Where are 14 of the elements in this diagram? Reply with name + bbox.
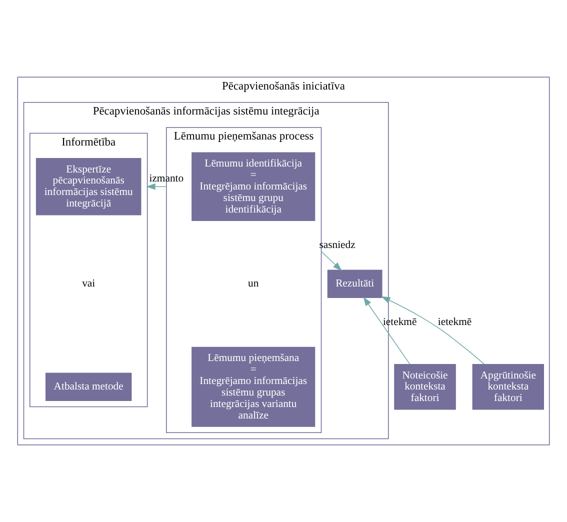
arrow [363, 296, 410, 365]
node-box: Apgrūtinošie konteksta faktori [472, 364, 544, 410]
arrow [146, 183, 167, 190]
arrow [320, 251, 342, 271]
label: vai [82, 278, 96, 290]
node-box: Atbalsta metode [46, 372, 132, 401]
node-box: Lēmumu identifikācija = Integrējamo informācijas sistēmu grupu identifikācija [192, 152, 316, 221]
node-box: Noteicošie konteksta faktori [394, 364, 456, 410]
node-box: Lēmumu pieņemšana = Integrējamo informācijas sistēmu grupas integrācijas variantu analīze [192, 346, 316, 427]
node-box: Rezultāti [327, 270, 382, 298]
arrow [381, 296, 485, 365]
edge-label: ietekmē [438, 316, 472, 328]
label: un [248, 278, 259, 290]
node-box: Ekspertīze pēcapvienošanās informācijas sistēmu integrācijā [36, 158, 142, 216]
